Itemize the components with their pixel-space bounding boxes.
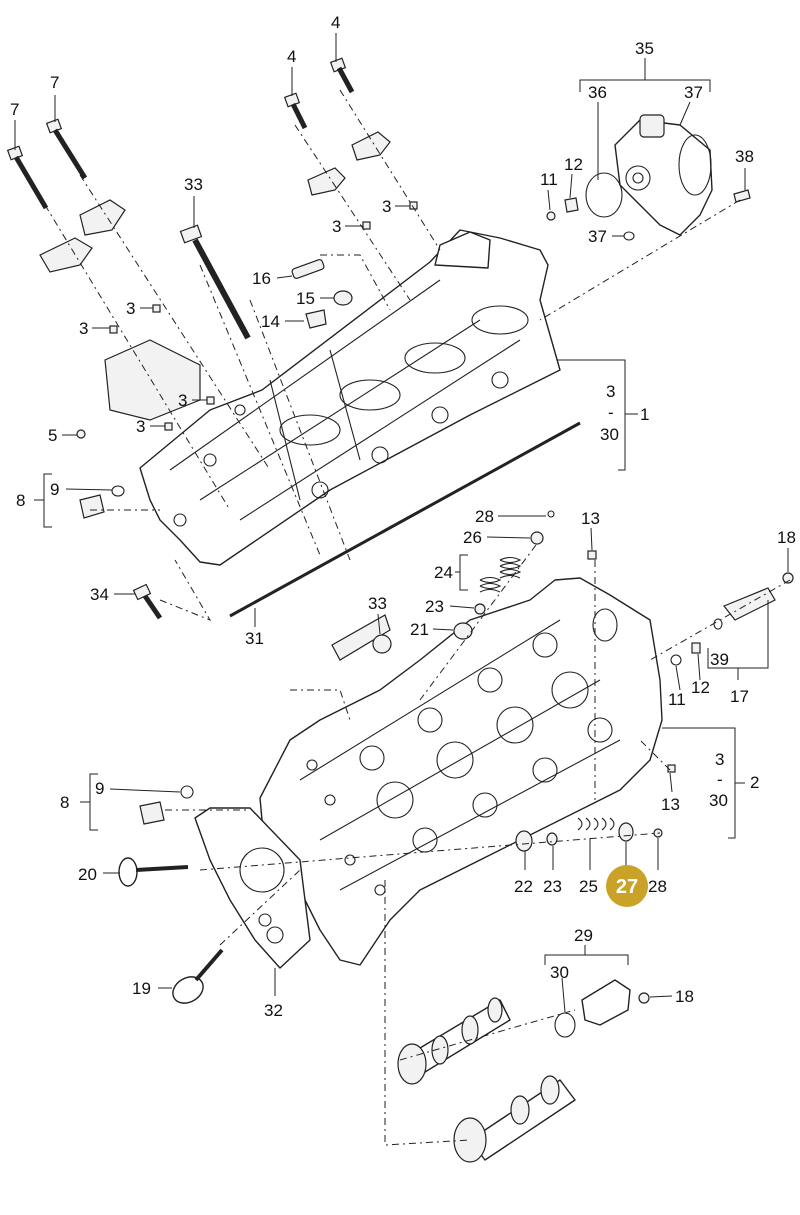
label-11a: 11 (540, 170, 558, 189)
cam-actuator (554, 979, 650, 1038)
label-29: 29 (574, 926, 593, 945)
label-8b: 8 (60, 793, 69, 812)
bolt-icon (6, 145, 49, 210)
highlight-badge[interactable]: 27 (606, 865, 648, 907)
label-17: 17 (730, 687, 749, 706)
valve-icon (118, 857, 189, 887)
label-33b: 33 (368, 594, 387, 613)
label-7a: 7 (50, 73, 59, 92)
dash-1: - (608, 403, 614, 422)
label-15: 15 (296, 289, 315, 308)
label-3d: 3 (79, 319, 88, 338)
label-24: 24 (434, 563, 453, 582)
part-labels: 4 4 7 7 35 36 37 38 37 33 11 12 3 3 16 1… (10, 13, 796, 1020)
spring-icon (577, 817, 615, 831)
label-7b: 7 (10, 100, 19, 119)
spring-icon (479, 556, 522, 593)
plug-left-upper (79, 485, 125, 519)
leader-lines (14, 33, 789, 1013)
gasket-icon (194, 807, 311, 969)
dash-lines (44, 89, 791, 1146)
label-4a: 4 (331, 13, 340, 32)
label-28b: 28 (648, 877, 667, 896)
highlight-label: 27 (616, 876, 638, 898)
bearing-caps (39, 131, 391, 421)
vacuum-pump (614, 114, 713, 236)
label-37a: 37 (684, 83, 703, 102)
camshaft-icon (397, 997, 511, 1085)
label-38: 38 (735, 147, 754, 166)
label-3g: 3 (606, 382, 615, 401)
bolt-icon (283, 92, 308, 130)
label-39: 39 (710, 650, 729, 669)
label-35: 35 (635, 39, 654, 58)
label-32: 32 (264, 1001, 283, 1020)
label-3b: 3 (332, 217, 341, 236)
label-9a: 9 (50, 480, 59, 499)
label-19: 19 (132, 979, 151, 998)
label-23a: 23 (425, 597, 444, 616)
label-34: 34 (90, 585, 109, 604)
label-12b: 12 (691, 678, 710, 697)
valve-keepers (515, 822, 663, 852)
label-4b: 4 (287, 47, 296, 66)
label-11b: 11 (668, 690, 686, 709)
label-3c: 3 (126, 299, 135, 318)
bolt-icon (329, 57, 355, 94)
label-30a: 30 (600, 425, 619, 444)
dash-2: - (717, 770, 723, 789)
bolt-icon (45, 118, 88, 180)
upper-fittings (291, 259, 353, 329)
label-28a: 28 (475, 507, 494, 526)
label-26: 26 (463, 528, 482, 547)
label-5: 5 (48, 426, 57, 445)
label-3e: 3 (178, 391, 187, 410)
upper-bolts (6, 57, 355, 340)
lower-small-parts (139, 510, 794, 825)
label-13b: 13 (661, 795, 680, 814)
valve-icon (172, 948, 224, 1004)
label-3f: 3 (136, 417, 145, 436)
label-36: 36 (588, 83, 607, 102)
label-14: 14 (261, 312, 280, 331)
label-12a: 12 (564, 155, 583, 174)
label-23b: 23 (543, 877, 562, 896)
label-37b: 37 (588, 227, 607, 246)
label-1: 1 (640, 405, 649, 424)
label-8a: 8 (16, 491, 25, 510)
label-3a: 3 (382, 197, 391, 216)
label-30c: 30 (550, 963, 569, 982)
label-22: 22 (514, 877, 533, 896)
label-18a: 18 (777, 528, 796, 547)
bolt-icon (179, 224, 251, 340)
label-13a: 13 (581, 509, 600, 528)
bolt-icon (132, 583, 163, 620)
label-20: 20 (78, 865, 97, 884)
label-31: 31 (245, 629, 264, 648)
label-30b: 30 (709, 791, 728, 810)
label-25: 25 (579, 877, 598, 896)
camshaft-icon (453, 1075, 576, 1163)
label-9b: 9 (95, 779, 104, 798)
label-21: 21 (410, 620, 429, 639)
lower-cylinder-head (259, 577, 663, 966)
label-18b: 18 (675, 987, 694, 1006)
label-16: 16 (252, 269, 271, 288)
label-3h: 3 (715, 750, 724, 769)
upper-cylinder-head (139, 229, 561, 566)
small-parts (76, 201, 418, 439)
label-2: 2 (750, 773, 759, 792)
label-33a: 33 (184, 175, 203, 194)
gasket-icon (229, 421, 581, 618)
